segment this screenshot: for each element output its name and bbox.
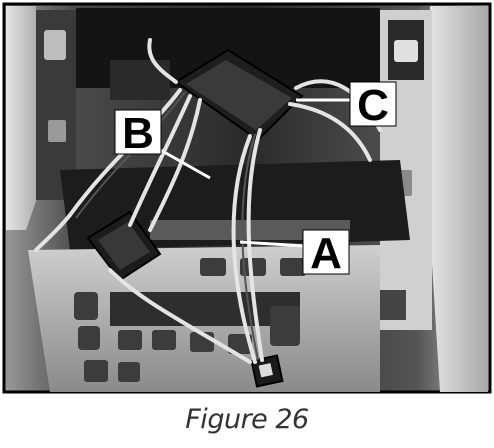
leader-line-a: [239, 240, 307, 248]
right-housing: [428, 6, 488, 392]
leader-line-b: [156, 146, 211, 180]
figure-caption: Figure 26: [185, 404, 309, 435]
left-housing: [6, 6, 40, 230]
callout-b: B: [114, 109, 162, 158]
photo-illustration: A B C: [2, 2, 492, 394]
callout-a: A: [302, 229, 350, 278]
panel-buttons: [74, 258, 306, 382]
callout-label-c: C: [357, 81, 389, 130]
callout-label-a: A: [310, 229, 342, 278]
callout-label-b: B: [122, 109, 154, 158]
figure-photo: A B C: [2, 2, 492, 394]
callout-c: C: [349, 81, 397, 130]
